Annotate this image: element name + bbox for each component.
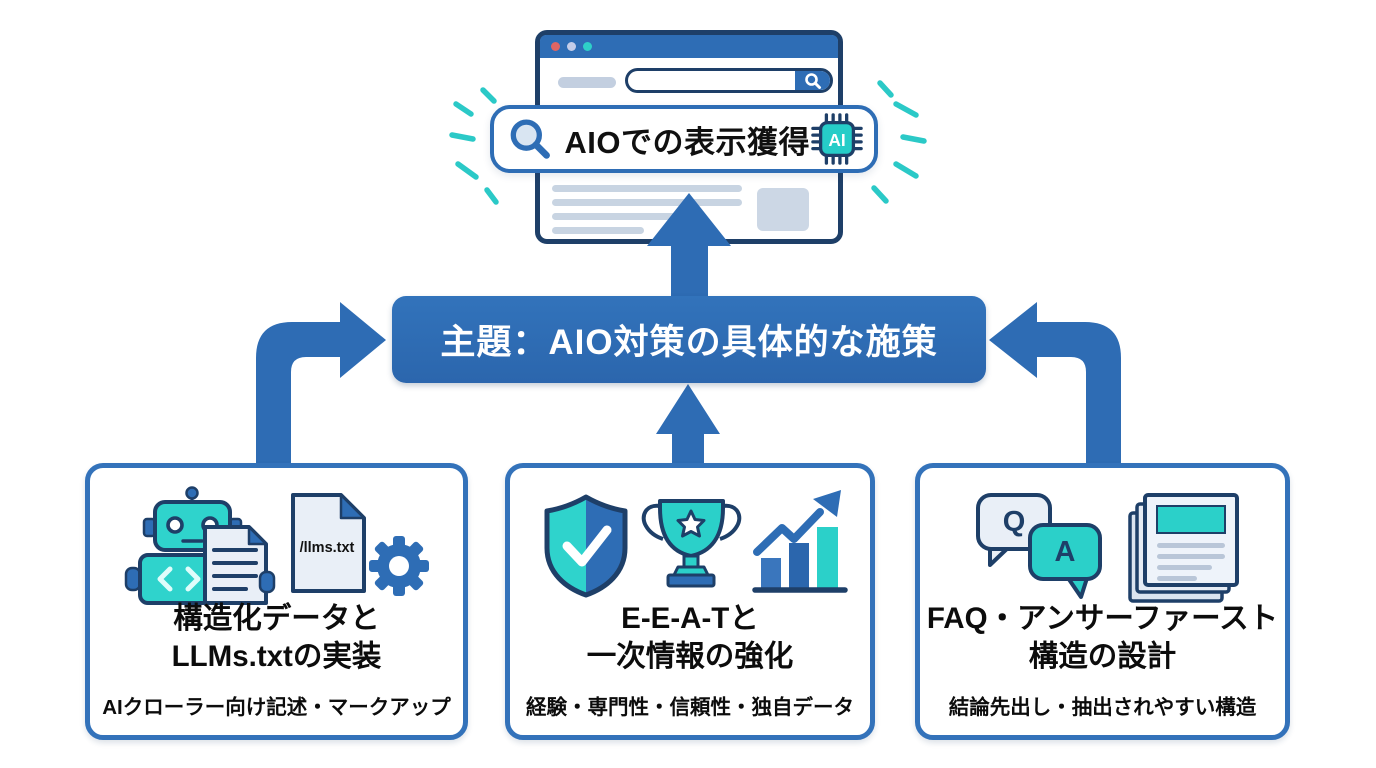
browser-titlebar bbox=[540, 35, 838, 58]
card1-title-line1: 構造化データと bbox=[173, 602, 380, 635]
card-faq: Q A FAQ・アンサーファースト 構造の設計 結論先出し・抽出されやすい構造 bbox=[915, 463, 1290, 740]
content-thumbnail bbox=[757, 188, 809, 231]
gear-icon bbox=[369, 536, 429, 596]
arrow-left-elbow bbox=[256, 302, 386, 466]
browser-search-button bbox=[795, 71, 830, 90]
arrow-middle-up bbox=[656, 384, 720, 466]
content-line bbox=[552, 199, 742, 206]
card3-title: FAQ・アンサーファースト 構造の設計 bbox=[920, 600, 1285, 676]
card2-title-line2: 一次情報の強化 bbox=[586, 640, 794, 673]
traffic-dot-teal-icon bbox=[583, 42, 592, 51]
search-icon bbox=[510, 119, 550, 159]
content-line bbox=[552, 185, 742, 192]
document-icon bbox=[203, 525, 276, 605]
card2-title: E-E-A-Tと 一次情報の強化 bbox=[510, 600, 870, 676]
search-query-text: AIOでの表示獲得 bbox=[564, 124, 810, 160]
card2-icons bbox=[544, 490, 848, 598]
browser-search-field bbox=[625, 68, 833, 93]
traffic-dot-gray-icon bbox=[567, 42, 576, 51]
llms-txt-file-icon: /llms.txt bbox=[291, 493, 366, 593]
card1-icons: /llms.txt bbox=[124, 486, 429, 605]
arrow-right-elbow bbox=[989, 302, 1121, 466]
card2-title-line1: E-E-A-Tと bbox=[621, 602, 759, 635]
main-topic-text: 主題：AIO対策の具体的な施策 bbox=[440, 323, 938, 362]
ai-chip-icon: AI bbox=[811, 113, 863, 165]
content-line bbox=[552, 213, 702, 220]
card-eeat: E-E-A-Tと 一次情報の強化 経験・専門性・信頼性・独自データ bbox=[505, 463, 875, 740]
article-stack-icon bbox=[1128, 493, 1239, 603]
a-bubble-label: A bbox=[1055, 536, 1076, 568]
magnifier-icon bbox=[805, 72, 821, 89]
content-line bbox=[552, 227, 644, 234]
card3-subtitle: 結論先出し・抽出されやすい構造 bbox=[948, 696, 1257, 719]
traffic-dot-red-icon bbox=[551, 42, 560, 51]
card3-icons: Q A bbox=[976, 493, 1239, 603]
shield-check-icon bbox=[544, 494, 628, 598]
qa-speech-bubbles-icon: Q A bbox=[976, 493, 1102, 599]
card1-title-line2: LLMs.txtの実装 bbox=[171, 640, 382, 673]
card2-subtitle: 経験・専門性・信頼性・独自データ bbox=[526, 696, 854, 719]
q-bubble-label: Q bbox=[1003, 506, 1026, 538]
card1-subtitle: AIクローラー向け記述・マークアップ bbox=[102, 696, 451, 719]
llms-txt-label: /llms.txt bbox=[300, 540, 355, 556]
ai-chip-label: AI bbox=[828, 130, 845, 150]
growth-chart-icon bbox=[752, 490, 848, 593]
card1-title: 構造化データと LLMs.txtの実装 bbox=[90, 600, 463, 676]
card3-title-line2: 構造の設計 bbox=[1028, 640, 1177, 673]
search-overlay: AIOでの表示獲得 AI bbox=[490, 105, 878, 173]
trophy-icon bbox=[641, 499, 742, 588]
card3-title-line1: FAQ・アンサーファースト bbox=[926, 602, 1279, 635]
sparkle-right-icon bbox=[871, 80, 927, 204]
card-structured-data: /llms.txt 構造化データと LLMs.txtの実装 AIクローラー向け記… bbox=[85, 463, 468, 740]
url-pill bbox=[558, 77, 616, 88]
main-topic-banner: 主題：AIO対策の具体的な施策 bbox=[392, 296, 986, 383]
